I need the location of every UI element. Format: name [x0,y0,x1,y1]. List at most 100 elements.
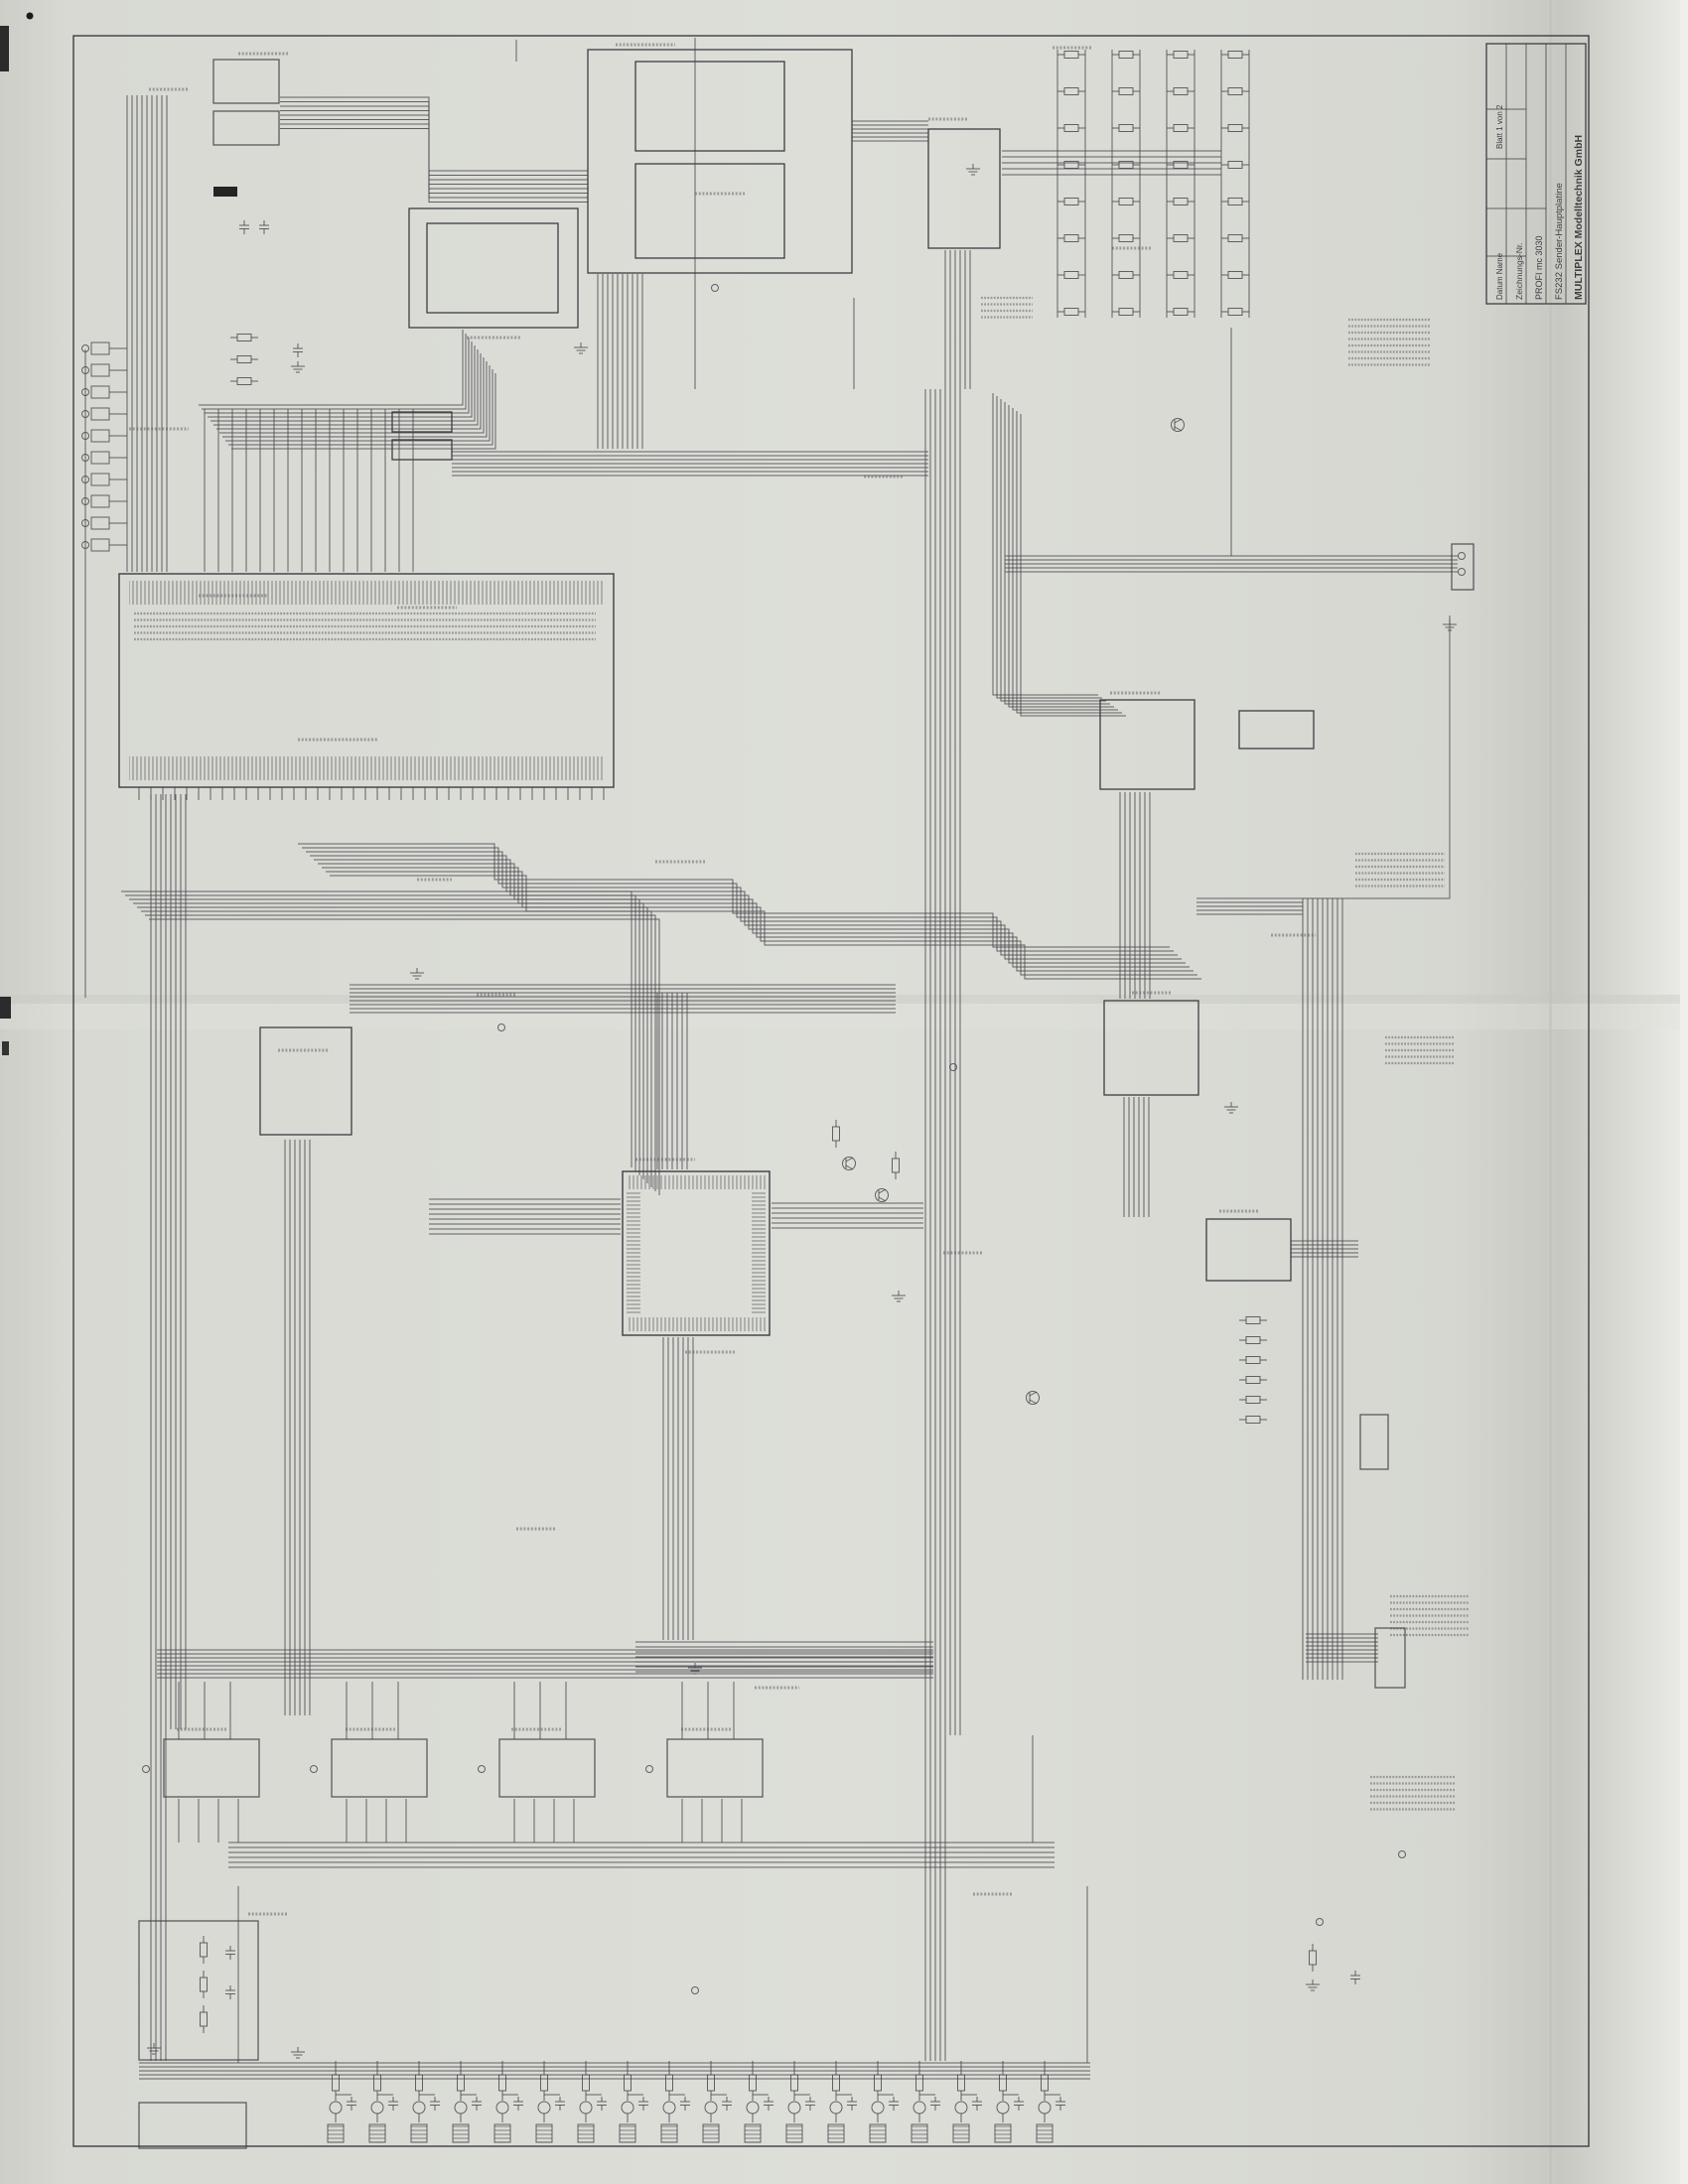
bus-central-to-bottom [924,1735,946,2061]
ic-cpu-block [118,573,615,788]
output-stage-cluster [535,2061,566,2143]
resistor-grid-rails [1056,50,1250,318]
ic-driver [666,1738,764,1798]
bus-below-staircase [350,984,896,1014]
output-stage-cluster [452,2061,483,2143]
scan-edge-mark [0,997,11,1019]
bus-icc-down [944,250,971,389]
ic-resistor-pack [212,59,280,104]
fine-print-note [134,612,596,641]
output-stage-cluster [952,2061,983,2143]
title-block-line: Zeichnungs-Nr. [1514,242,1524,300]
bus-mcu-left [429,1198,621,1235]
bus-icg-right [1291,1240,1358,1258]
eprom-interface-section [391,49,853,461]
scan-edge-mark [2,1041,9,1055]
bottom-left-block [138,1920,259,2149]
title-block-line: PROFI mc 3030 [1534,235,1544,300]
ic-right-lower [1103,1000,1199,1096]
output-stage-cluster [619,2061,649,2143]
connector [1359,1414,1389,1470]
bus-icf-to-icg [1123,1097,1150,1217]
cpu-bottom-pins [138,787,605,800]
ic-driver [163,1738,260,1798]
topleft-cluster [212,59,306,385]
fine-print-note [1370,1775,1455,1811]
fold-crease-vertical [1549,0,1552,2184]
bus-ice-link [1196,897,1303,915]
bus-into-mcu-top [656,993,688,1169]
left-connector-column [81,341,127,552]
bus-right-connector-feed [1306,1633,1378,1663]
fine-print-note [1390,1594,1470,1637]
ic-driver [331,1738,428,1798]
output-stage-cluster [493,2061,524,2143]
illegible-labels [129,43,1316,1916]
output-stage-row [327,2061,1066,2143]
title-block: MULTIPLEX Modelltechnik GmbH FS232 Sende… [1485,43,1587,305]
output-stage-cluster [702,2061,733,2143]
ic-buffer-a [391,411,453,433]
title-block-company: MULTIPLEX Modelltechnik GmbH [1573,135,1585,300]
ic-eprom-a [634,61,785,152]
ic-address-decoder [927,128,1001,249]
bus-mid-horizontal [452,451,928,477]
bus-down-to-ice [992,393,1126,717]
bus-icd-down [284,1140,311,1715]
bus-ice-to-icf [1119,792,1151,999]
bus-staircase-main [298,843,1201,980]
bottom-left-connector [138,2102,247,2149]
bus-topleft-to-eprom [280,96,588,203]
bus-left-tall [150,794,187,1729]
fold-crease-horizontal [0,995,1688,1004]
bus-bottom-main [139,2062,1090,2080]
drawing-frame [72,35,1590,2147]
connector [1451,543,1475,591]
output-stage-cluster [744,2061,774,2143]
bus-right-tall [1302,898,1343,1680]
bus-mcu-right [772,1202,923,1229]
bus-central-vertical [924,389,961,1735]
fold-highlight [0,1004,1688,1029]
ic-eprom-b [634,163,785,259]
ic-microcontroller [622,1170,771,1336]
bus-mcu-bottom [662,1337,694,1640]
scan-speck [26,12,34,20]
bus-eprom-down [597,274,643,449]
crystal [213,187,237,197]
bus-cpu-top-fan [204,409,414,572]
bus-mcu-bottom-right [635,1641,933,1673]
output-stage-cluster [660,2061,691,2143]
scan-edge-mark [0,26,9,71]
output-stage-cluster [827,2061,858,2143]
ic-right-upper [1099,699,1196,790]
driver-ic-row [142,1682,764,1843]
output-stage-cluster [410,2061,441,2143]
bus-cpu-to-eprom2 [199,330,496,450]
fine-print-note [981,296,1033,319]
ic-latch-left [259,1026,352,1136]
ic-buffer-b [391,439,453,461]
wire-singles [84,38,1451,2063]
output-stage-cluster [911,2061,941,2143]
ic-driver [498,1738,596,1798]
ic-right-small [1238,710,1315,750]
bus-left-to-mcu [121,890,660,1195]
ic-right-bottom [1205,1218,1292,1282]
title-block-line: Datum Name [1495,252,1504,300]
bus-left-tall-lower [150,1729,167,2061]
fine-print-note [1385,1035,1455,1065]
ic-ram [426,222,559,314]
fine-print-note [1348,318,1430,366]
output-stage-cluster [368,2061,399,2143]
fine-print-note [1355,852,1445,887]
title-block-sheet: Blatt 1 von 2 [1495,104,1504,149]
output-stage-cluster [1036,2061,1066,2143]
output-stage-cluster [577,2061,608,2143]
output-stage-cluster [869,2061,900,2143]
scan-edge-strip [1680,0,1688,2184]
title-block-line: FS232 Sender-Hauptplatine [1554,183,1565,300]
output-stage-cluster [994,2061,1025,2143]
